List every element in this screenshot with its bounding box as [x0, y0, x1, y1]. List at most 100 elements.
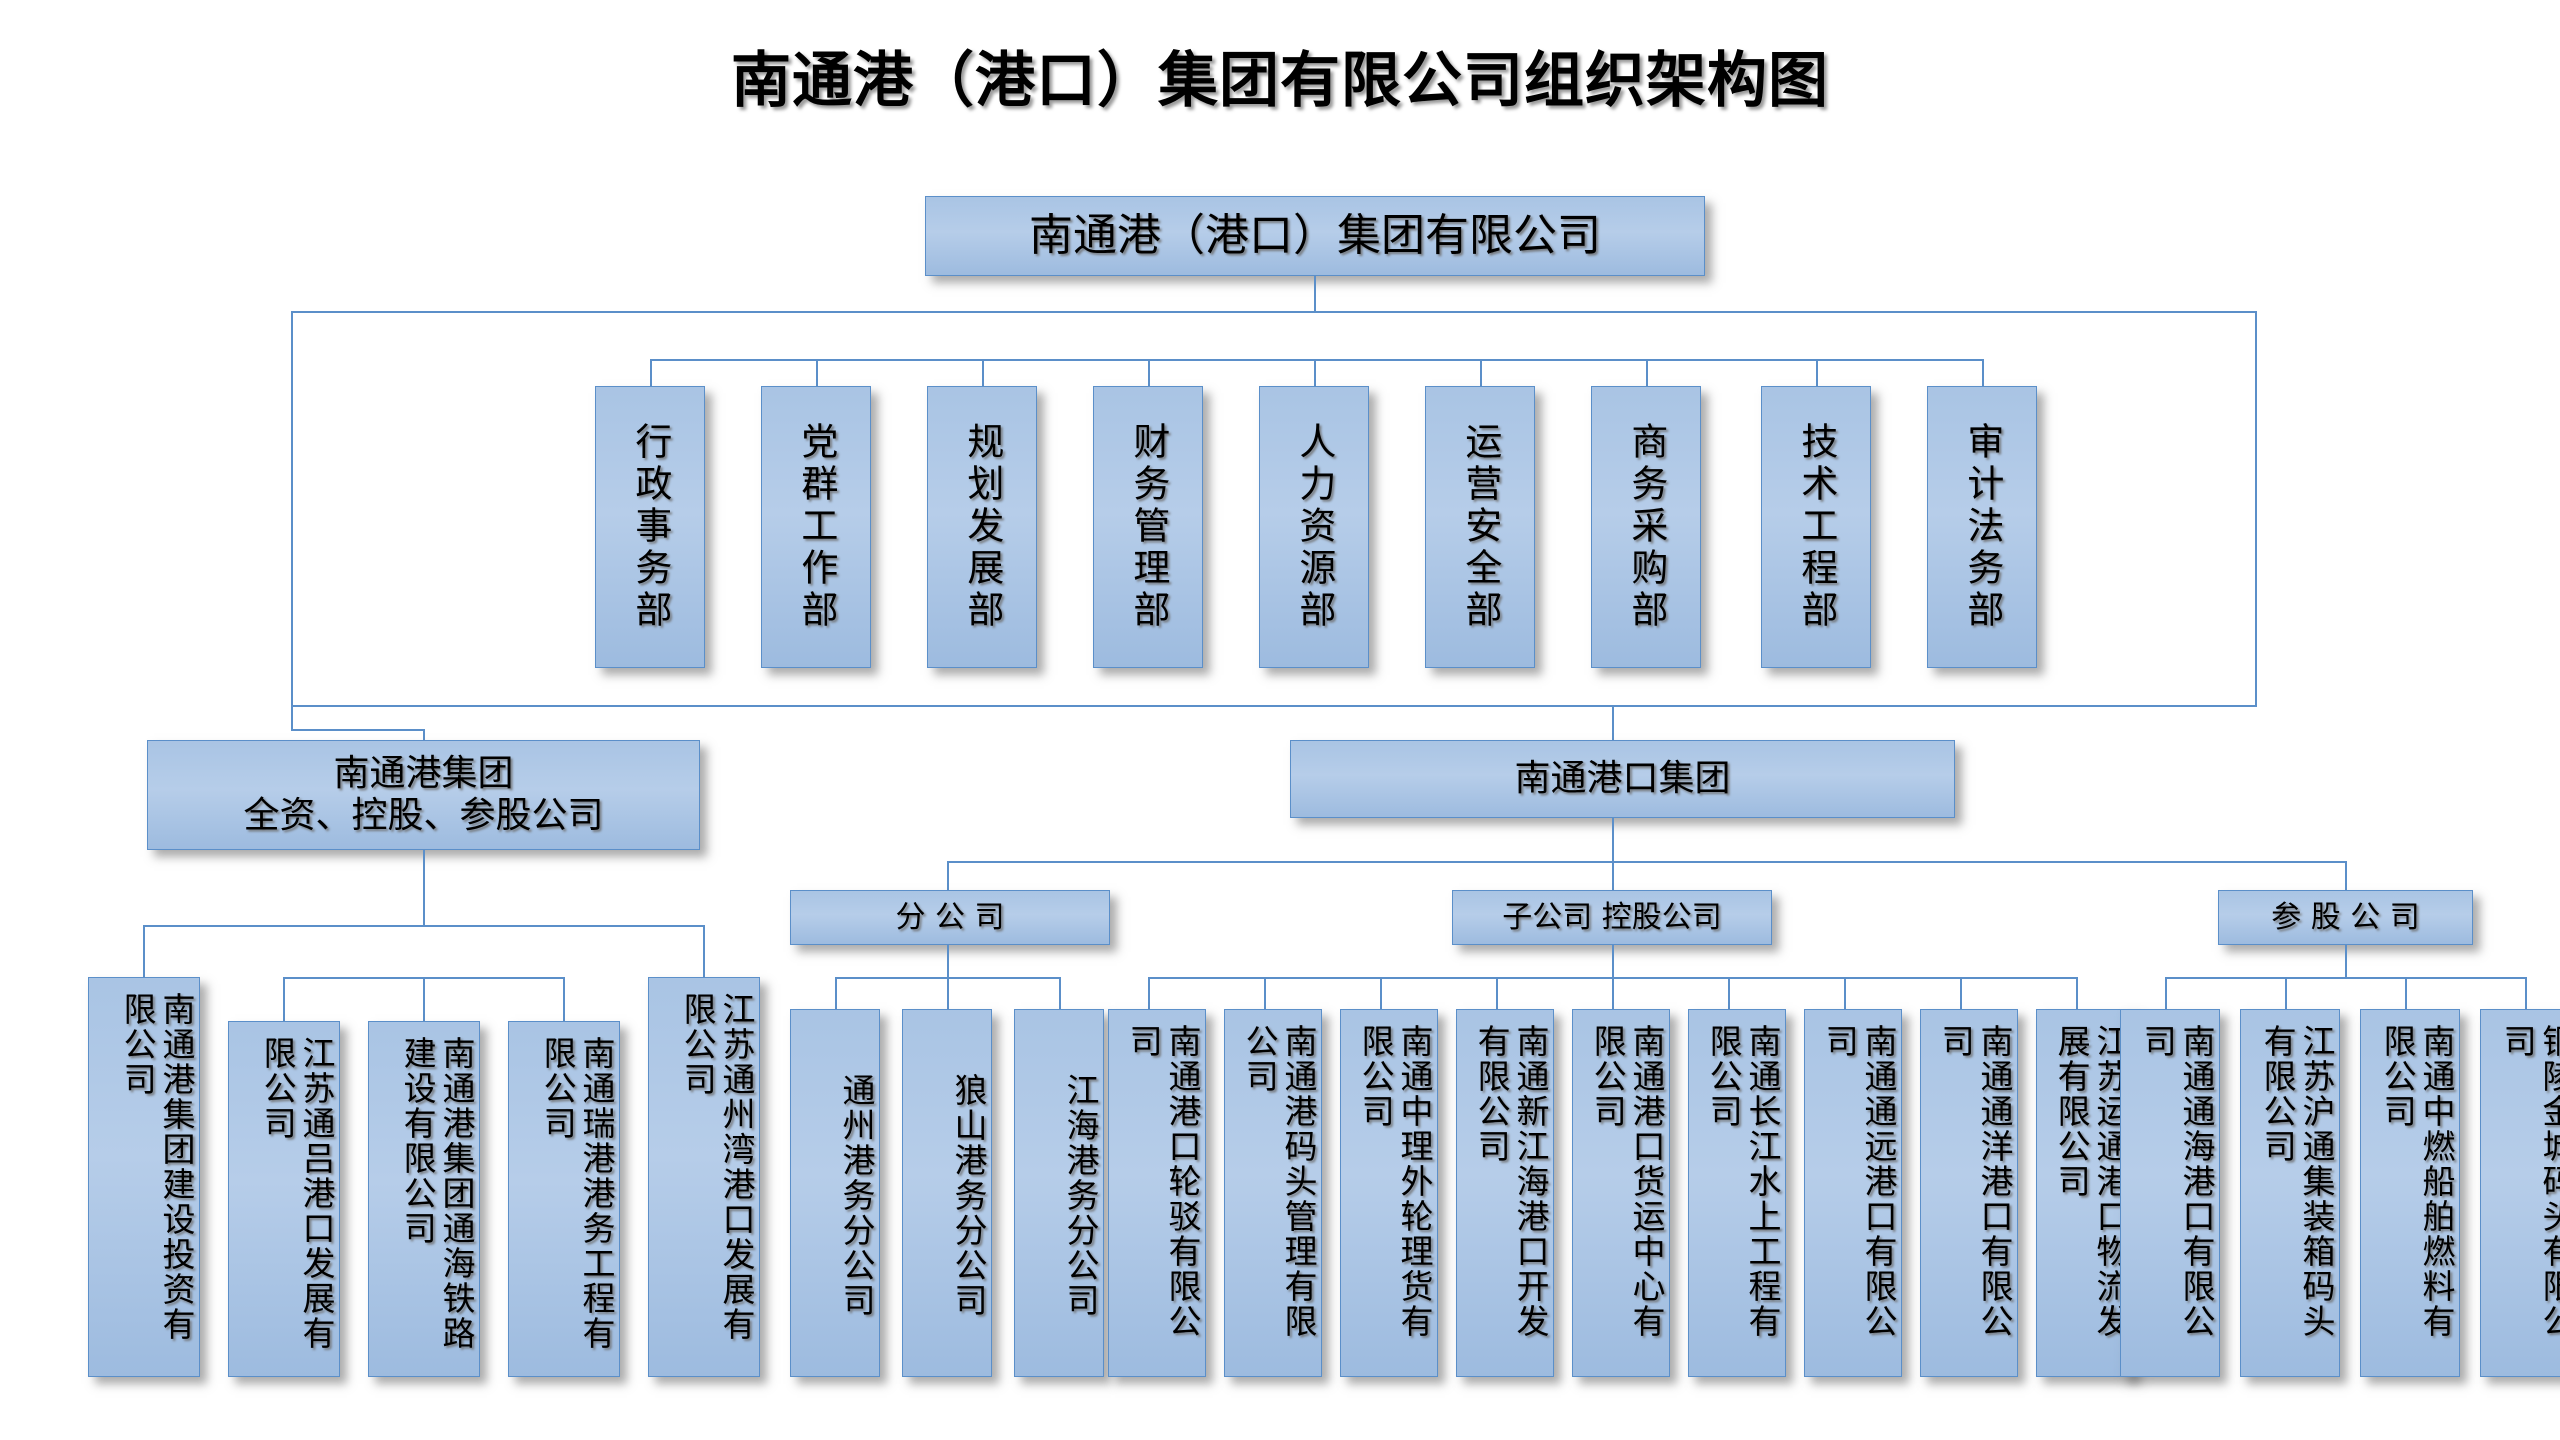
node-equity-child-1-label: 南通通海港口有限公司: [2138, 1024, 2216, 1339]
node-category-branch[interactable]: 分 公 司: [790, 890, 1110, 945]
node-subsidiary-child-1-label: 南通港口轮驳有限公司: [1124, 1024, 1202, 1339]
node-branch-child-1-label: 通州港务分公司: [837, 1072, 876, 1318]
node-category-subsidiary[interactable]: 子公司 控股公司: [1452, 890, 1772, 945]
connector-equity-drop-2: [2285, 977, 2287, 1009]
node-subsidiary-child-6[interactable]: 南通长江水上工程有限公司: [1688, 1009, 1786, 1377]
connector-right-cat-drop-3: [2345, 861, 2347, 890]
node-left-child-2-label: 江苏通吕港口发展有限公司: [258, 1036, 336, 1351]
node-group-left[interactable]: 南通港集团 全资、控股、参股公司: [147, 740, 700, 850]
connector-left-group-stem: [291, 707, 293, 731]
node-department-6[interactable]: 运营安全部: [1425, 386, 1535, 668]
node-equity-child-4[interactable]: 铜陵金城码头有限公司: [2480, 1009, 2560, 1377]
connector-subsidiary-stem: [1612, 945, 1614, 977]
node-root[interactable]: 南通港（港口）集团有限公司: [925, 196, 1705, 276]
node-subsidiary-child-8[interactable]: 南通通洋港口有限公司: [1920, 1009, 2018, 1377]
node-group-right[interactable]: 南通港口集团: [1290, 740, 1955, 818]
connector-subsidiary-drop-6: [1728, 977, 1730, 1009]
node-left-child-3-label: 南通港集团通海铁路建设有限公司: [398, 1036, 476, 1351]
node-subsidiary-child-4-label: 南通新江海港口开发有限公司: [1472, 1024, 1550, 1339]
connector-subsidiary-drop-8: [1960, 977, 1962, 1009]
node-group-left-line1: 南通港集团: [333, 752, 514, 794]
connector-equity-drop-3: [2405, 977, 2407, 1009]
connector-left-children-bus-outer: [143, 925, 705, 927]
connector-left-group-drop: [423, 729, 425, 741]
node-department-5-label: 人力资源部: [1292, 422, 1336, 632]
connector-dept-stem-7: [1646, 359, 1648, 387]
node-department-7[interactable]: 商务采购部: [1591, 386, 1701, 668]
node-branch-child-3[interactable]: 江海港务分公司: [1014, 1009, 1104, 1377]
node-subsidiary-child-6-label: 南通长江水上工程有限公司: [1704, 1024, 1782, 1339]
node-department-9[interactable]: 审计法务部: [1927, 386, 2037, 668]
node-left-child-4-label: 南通瑞港港务工程有限公司: [538, 1036, 616, 1351]
node-subsidiary-child-9[interactable]: 江苏运通港口物流发展有限公司: [2036, 1009, 2134, 1377]
node-subsidiary-child-2-label: 南通港码头管理有限公司: [1240, 1024, 1318, 1339]
connector-left-group-run: [291, 729, 424, 731]
connector-dept-stem-4: [1148, 359, 1150, 387]
node-department-8[interactable]: 技术工程部: [1761, 386, 1871, 668]
connector-root-stem: [1314, 276, 1316, 312]
node-department-3[interactable]: 规划发展部: [927, 386, 1037, 668]
node-left-child-4[interactable]: 南通瑞港港务工程有限公司: [508, 1021, 620, 1377]
connector-subsidiary-drop-7: [1844, 977, 1846, 1009]
node-equity-child-2[interactable]: 江苏沪通集装箱码头有限公司: [2240, 1009, 2340, 1377]
connector-right-cat-drop-1: [947, 861, 949, 890]
node-category-branch-label: 分 公 司: [895, 899, 1005, 935]
connector-equity-drop-1: [2165, 977, 2167, 1009]
node-department-2[interactable]: 党群工作部: [761, 386, 871, 668]
node-subsidiary-child-5[interactable]: 南通港口货运中心有限公司: [1572, 1009, 1670, 1377]
node-group-right-label: 南通港口集团: [1514, 757, 1731, 799]
node-subsidiary-child-9-label: 江苏运通港口物流发展有限公司: [2052, 1024, 2130, 1339]
node-left-child-1[interactable]: 南通港集团建设投资有限公司: [88, 977, 200, 1377]
node-category-equity[interactable]: 参 股 公 司: [2218, 890, 2473, 945]
node-left-child-3[interactable]: 南通港集团通海铁路建设有限公司: [368, 1021, 480, 1377]
node-subsidiary-child-4[interactable]: 南通新江海港口开发有限公司: [1456, 1009, 1554, 1377]
node-subsidiary-child-1[interactable]: 南通港口轮驳有限公司: [1108, 1009, 1206, 1377]
node-department-7-label: 商务采购部: [1624, 422, 1668, 632]
node-department-8-label: 技术工程部: [1794, 422, 1838, 632]
connector-right-cat-drop-2: [1612, 861, 1614, 890]
connector-equity-stem: [2345, 945, 2347, 977]
node-subsidiary-child-2[interactable]: 南通港码头管理有限公司: [1224, 1009, 1322, 1377]
connector-subsidiary-drop-5: [1612, 977, 1614, 1009]
node-left-child-1-label: 南通港集团建设投资有限公司: [118, 992, 196, 1342]
connector-left-child-drop-4: [563, 977, 565, 1027]
node-department-2-label: 党群工作部: [794, 422, 838, 632]
node-equity-child-2-label: 江苏沪通集装箱码头有限公司: [2258, 1024, 2336, 1339]
node-department-3-label: 规划发展部: [960, 422, 1004, 632]
connector-dept-stem-1: [650, 359, 652, 387]
node-equity-child-4-label: 铜陵金城码头有限公司: [2498, 1024, 2560, 1339]
node-equity-child-3[interactable]: 南通中燃船舶燃料有限公司: [2360, 1009, 2460, 1377]
node-branch-child-2[interactable]: 狼山港务分公司: [902, 1009, 992, 1377]
node-department-4[interactable]: 财务管理部: [1093, 386, 1203, 668]
connector-right-cat-stem: [1612, 818, 1614, 861]
node-department-1[interactable]: 行政事务部: [595, 386, 705, 668]
connector-dept-stem-5: [1314, 359, 1316, 387]
connector-dept-stem-8: [1816, 359, 1818, 387]
node-left-child-2[interactable]: 江苏通吕港口发展有限公司: [228, 1021, 340, 1377]
connector-subsidiary-drop-4: [1496, 977, 1498, 1009]
connector-branch-drop-1: [835, 977, 837, 1009]
connector-branch-drop-2: [947, 977, 949, 1009]
node-category-subsidiary-label: 子公司 控股公司: [1502, 899, 1722, 935]
node-branch-child-1[interactable]: 通州港务分公司: [790, 1009, 880, 1377]
connector-right-cat-bus: [947, 861, 2346, 863]
connector-dept-stem-9: [1982, 359, 1984, 387]
connector-subsidiary-drop-9: [2076, 977, 2078, 1009]
node-department-5[interactable]: 人力资源部: [1259, 386, 1369, 668]
node-subsidiary-child-3[interactable]: 南通中理外轮理货有限公司: [1340, 1009, 1438, 1377]
node-subsidiary-child-5-label: 南通港口货运中心有限公司: [1588, 1024, 1666, 1339]
node-left-child-5[interactable]: 江苏通州湾港口发展有限公司: [648, 977, 760, 1377]
connector-left-child-drop-1: [143, 925, 145, 977]
node-group-left-line2: 全资、控股、参股公司: [243, 795, 604, 836]
connector-subsidiary-drop-3: [1380, 977, 1382, 1009]
connector-dept-stem-2: [816, 359, 818, 387]
node-branch-child-3-label: 江海港务分公司: [1061, 1072, 1100, 1318]
node-subsidiary-child-7[interactable]: 南通通远港口有限公司: [1804, 1009, 1902, 1377]
connector-dept-stem-3: [982, 359, 984, 387]
node-equity-child-1[interactable]: 南通通海港口有限公司: [2120, 1009, 2220, 1377]
connector-equity-bus: [2165, 977, 2525, 979]
node-root-label: 南通港（港口）集团有限公司: [1029, 210, 1601, 262]
node-department-9-label: 审计法务部: [1960, 422, 2004, 632]
connector-dept-stem-6: [1480, 359, 1482, 387]
